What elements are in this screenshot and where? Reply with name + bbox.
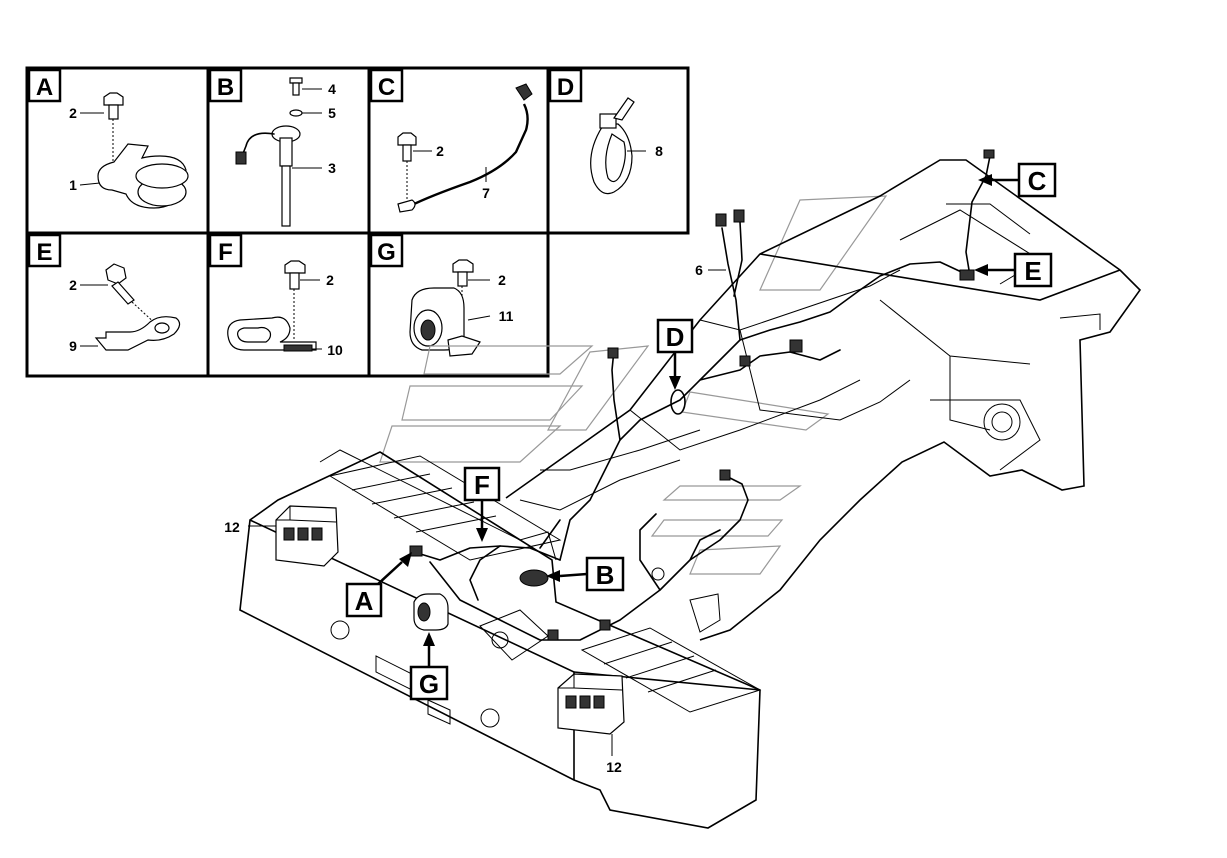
svg-text:A: A [355,586,374,616]
svg-text:C: C [1028,166,1047,196]
detail-letter-a: A [27,68,62,103]
bolt-icon [397,132,417,162]
cable-tie-icon [590,97,635,195]
detail-letter-e: E [27,233,62,268]
svg-text:2: 2 [326,272,334,288]
svg-text:D: D [557,74,574,101]
sensor-icon [235,125,301,227]
clamp-icon [97,143,189,209]
svg-text:G: G [377,239,396,266]
rubber-mount-g-main [413,593,449,631]
svg-text:G: G [419,669,439,699]
svg-text:3: 3 [328,160,336,176]
ground-strap-icon [397,83,533,213]
detail-letter-b: B [208,68,243,103]
callout-d: D [656,318,694,390]
detail-b-drawing: 4 5 3 [235,77,336,227]
svg-text:5: 5 [328,105,336,121]
svg-text:D: D [666,322,685,352]
svg-text:C: C [378,74,395,101]
svg-text:2: 2 [498,272,506,288]
screw-icon [289,77,303,96]
callout-f: F [463,466,501,542]
callout-g: G [409,632,449,701]
part-number-6: 6 [695,262,703,278]
svg-text:11: 11 [499,308,514,324]
wiring-harness [409,149,995,641]
svg-text:10: 10 [327,342,343,358]
svg-text:E: E [36,239,52,266]
svg-text:B: B [217,74,234,101]
rubber-mount-icon [409,287,481,357]
svg-text:E: E [1024,256,1041,286]
detail-g-drawing: 2 11 [409,259,514,357]
svg-text:1: 1 [69,177,77,193]
svg-text:9: 9 [69,338,77,354]
detail-c-drawing: 2 7 [397,83,533,213]
svg-text:2: 2 [436,143,444,159]
part-number-12-left: 12 [224,519,240,535]
bracket-icon [94,316,181,351]
bolt-icon [452,259,474,287]
detail-letter-c: C [369,68,404,103]
watermark-graphic [379,195,888,575]
callout-c: C [978,162,1057,198]
svg-text:2: 2 [69,277,77,293]
callout-e: E [974,252,1053,288]
callout-a: A [345,552,412,618]
bolt-icon [103,92,124,120]
detail-d-drawing: 8 [590,97,663,195]
callout-b: B [546,556,625,592]
part-number-12-right: 12 [606,759,622,775]
washer-icon [289,109,303,117]
p-clip-icon [227,316,317,352]
svg-text:2: 2 [69,105,77,121]
svg-text:4: 4 [328,81,336,97]
svg-text:A: A [36,74,53,101]
detail-panel-grid [25,66,690,378]
detail-e-drawing: 2 9 [69,263,181,354]
svg-text:8: 8 [655,143,663,159]
work-light-left-icon [275,505,339,567]
svg-text:F: F [474,470,490,500]
detail-f-drawing: 2 10 [227,260,343,358]
bolt-icon [284,260,306,290]
svg-text:B: B [596,560,615,590]
detail-letter-f: F [208,233,243,268]
work-light-right-icon [557,673,625,735]
bolt-icon [105,263,135,305]
svg-text:7: 7 [482,185,490,201]
detail-a-drawing: 2 1 [69,92,189,209]
svg-text:F: F [218,239,233,266]
detail-letter-d: D [548,68,583,103]
detail-letter-g: G [369,233,404,268]
